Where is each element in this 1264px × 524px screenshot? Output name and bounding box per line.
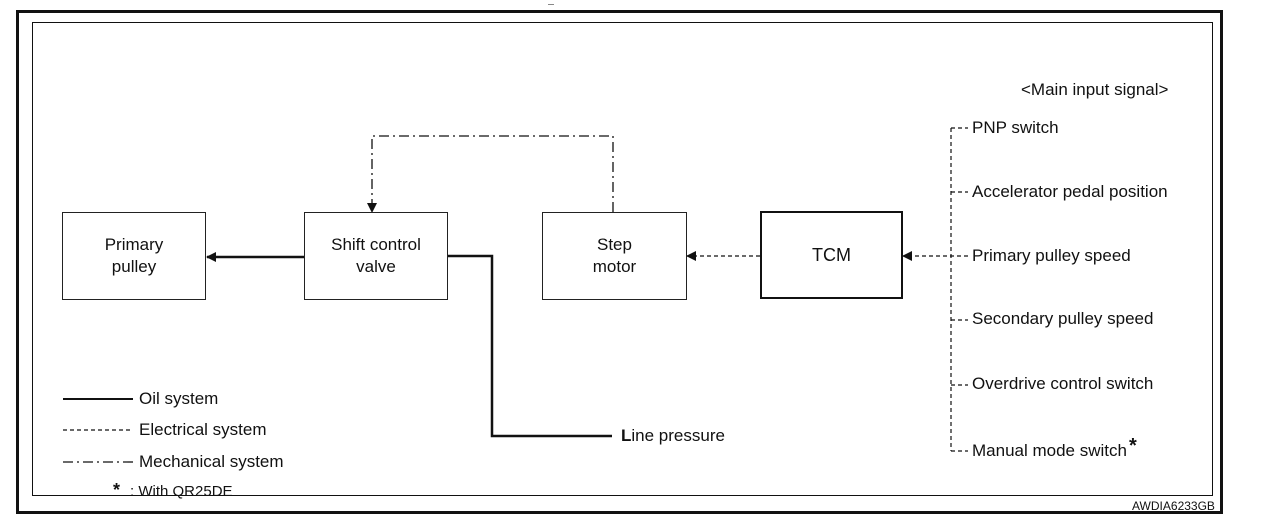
main-input-signal-heading: <Main input signal> (1021, 80, 1169, 99)
input-label: Manual mode switch (972, 441, 1127, 460)
input-label: PNP switch (972, 118, 1059, 137)
mechanical-link-motor-to-valve (367, 135, 614, 213)
shift-valve-label-line2: valve (356, 257, 396, 276)
line-pressure-initial: L (621, 426, 632, 445)
diagram-outer-frame (16, 10, 1223, 514)
figure-code: AWDIA6233GB (1132, 499, 1215, 513)
legend-electrical-label: Electrical system (139, 420, 267, 439)
input-accelerator-pedal-position: Accelerator pedal position (972, 182, 1168, 202)
diagram-inner-frame (32, 22, 1213, 496)
legend-footnote-text: : With QR25DE (130, 483, 233, 500)
shift-control-valve-box: Shift control valve (304, 212, 448, 300)
input-overdrive-control-switch: Overdrive control switch (972, 374, 1153, 394)
legend-oil-label: Oil system (139, 389, 219, 408)
input-secondary-pulley-speed: Secondary pulley speed (972, 309, 1153, 329)
step-motor-box: Step motor (542, 212, 687, 300)
primary-pulley-label-line1: Primary (104, 235, 164, 254)
electrical-input-taps (951, 127, 968, 452)
tcm-label: TCM (812, 245, 851, 265)
shift-valve-label-line1: Shift control (331, 235, 421, 254)
primary-pulley-box: Primary pulley (62, 212, 206, 300)
input-primary-pulley-speed: Primary pulley speed (972, 246, 1131, 266)
oil-line-line-pressure (448, 254, 612, 438)
input-label: Accelerator pedal position (972, 182, 1168, 201)
step-motor-label-line1: Step (597, 235, 632, 254)
legend-footnote-star: * (113, 480, 121, 500)
manual-mode-footnote-star: * (1128, 435, 1137, 457)
input-manual-mode-switch: Manual mode switch* (972, 436, 1137, 461)
line-pressure-label: Line pressure (621, 426, 725, 446)
legend-footnote: * : With QR25DE (113, 480, 233, 502)
step-motor-label-line2: motor (592, 257, 637, 276)
primary-pulley-label-line2: pulley (111, 257, 157, 276)
input-label: Overdrive control switch (972, 374, 1154, 393)
tcm-box: TCM (760, 211, 903, 299)
scan-artifact-tick (548, 4, 554, 5)
input-pnp-switch: PNP switch (972, 118, 1059, 138)
input-label: Secondary pulley speed (972, 309, 1154, 328)
line-pressure-rest: ine pressure (631, 426, 725, 445)
legend-mechanical-label: Mechanical system (139, 452, 284, 471)
input-label: Primary pulley speed (972, 246, 1131, 265)
